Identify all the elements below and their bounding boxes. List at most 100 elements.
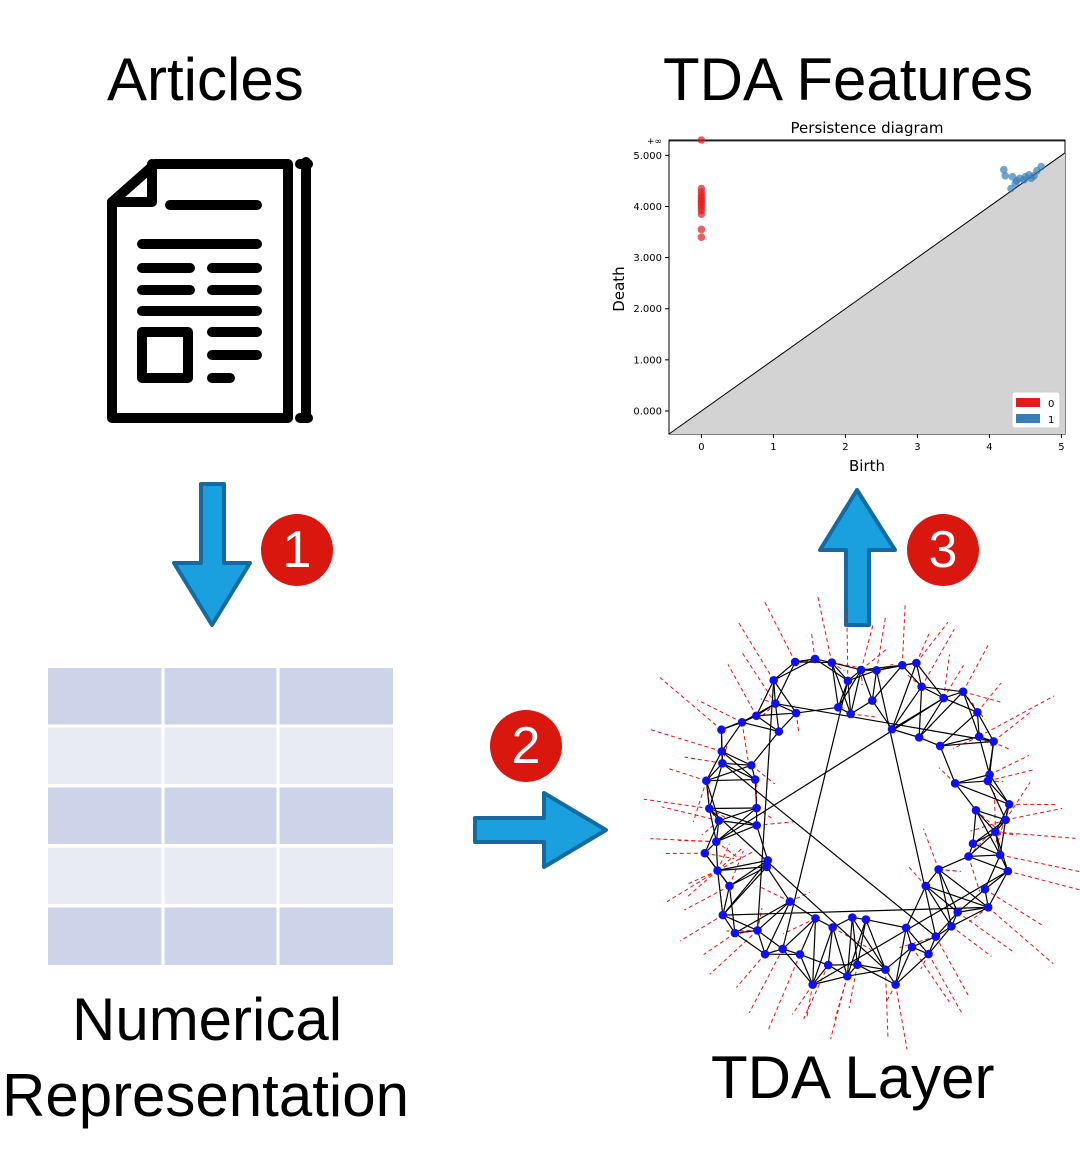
complex-edge [857,964,886,971]
complex-edge [812,918,817,985]
complex-edge [891,728,920,738]
complex-node [828,923,837,932]
complex-edge [716,870,724,916]
voronoi-edge [1000,854,1080,872]
voronoi-edge [709,930,758,975]
table-row [48,787,393,844]
complex-node [912,658,921,668]
voronoi-edge [921,628,955,687]
complex-edge [755,679,775,717]
complex-edge [938,868,989,908]
complex-edge [987,780,1007,821]
voronoi-edge [915,633,930,664]
complex-edge [715,807,757,843]
complex-edge [831,662,852,715]
y-tick-label: 5.000 [633,151,662,162]
complex-node [760,949,770,959]
complex-edge [987,780,1010,805]
voronoi-edge [740,651,776,704]
complex-edge [782,680,849,950]
data-point [697,136,706,144]
complex-node [725,881,734,891]
voronoi-edge [685,870,718,899]
complex-edge [837,669,862,708]
data-point [1037,162,1046,171]
complex-node [983,776,993,786]
voronoi-edge [756,821,795,826]
voronoi-edge [943,665,964,699]
complex-edge [812,975,848,986]
voronoi-edge [831,662,864,669]
voronoi-edge [923,828,940,870]
complex-edge [972,843,1001,856]
voronoi-edge [978,695,1055,737]
voronoi-edge [884,969,889,1039]
complex-node [843,676,853,686]
complex-node [914,733,924,742]
voronoi-edge [901,604,906,666]
complex-edge [891,662,917,730]
complex-edge [957,906,989,913]
complex-edge [722,762,937,938]
voronoi-edge [1007,870,1080,891]
complex-edge [704,820,720,854]
tda-layer-label: TDA Layer [711,1044,995,1111]
voronoi-edge [848,964,858,1009]
complex-edge [831,661,862,671]
data-point [1011,179,1020,188]
legend: 0 1 [1011,391,1061,429]
complex-node [887,724,897,734]
data-point [697,184,706,193]
complex-node [795,950,805,959]
complex-edge [774,703,780,732]
data-point [1000,165,1008,174]
voronoi-edge [935,936,970,998]
y-tick-label: 2.000 [633,304,662,315]
complex-edge [722,906,989,916]
complex-node [917,682,926,691]
complex-edge [831,662,839,708]
complex-edge [975,809,1006,821]
voronoi-edge [729,850,744,887]
voronoi-edge [704,852,735,860]
complex-edge [954,774,990,784]
complex-node [717,747,727,756]
complex-node [827,658,837,667]
complex-node [968,839,978,848]
complex-node [991,827,1000,837]
complex-edge [756,680,775,931]
x-tick-label: 1 [770,442,776,453]
complex-edge [968,831,996,857]
complex-edge [935,911,959,938]
y-axis-label: Death [610,266,628,311]
complex-node [843,971,852,981]
complex-edge [715,697,944,843]
complex-edge [718,807,757,822]
y-tick-label: 3.000 [633,253,662,264]
voronoi-edge [977,682,1002,713]
voronoi-edge [764,601,796,663]
complex-edge [865,918,907,929]
step-badge-3-label: 3 [929,521,958,579]
complex-edge [709,807,757,826]
step-badge-2-label: 2 [512,717,541,775]
complex-edge [938,869,959,913]
complex-edge [895,946,913,985]
complex-edge [857,964,896,986]
x-tick-label: 5 [1058,442,1064,453]
voronoi-edge [952,736,980,750]
voronoi-edge [957,911,1016,954]
complex-node [980,884,990,894]
complex-edge [972,819,1007,845]
complex-node [791,708,801,718]
data-point [697,225,706,234]
complex-node [853,960,862,970]
voronoi-edge [810,632,816,659]
complex-edge [847,680,852,715]
complex-edge [891,686,923,730]
complex-edge [940,740,994,747]
complex-edge [706,764,752,782]
complex-edge [757,901,791,931]
complex-node [810,654,820,664]
complex-edge [812,927,834,985]
